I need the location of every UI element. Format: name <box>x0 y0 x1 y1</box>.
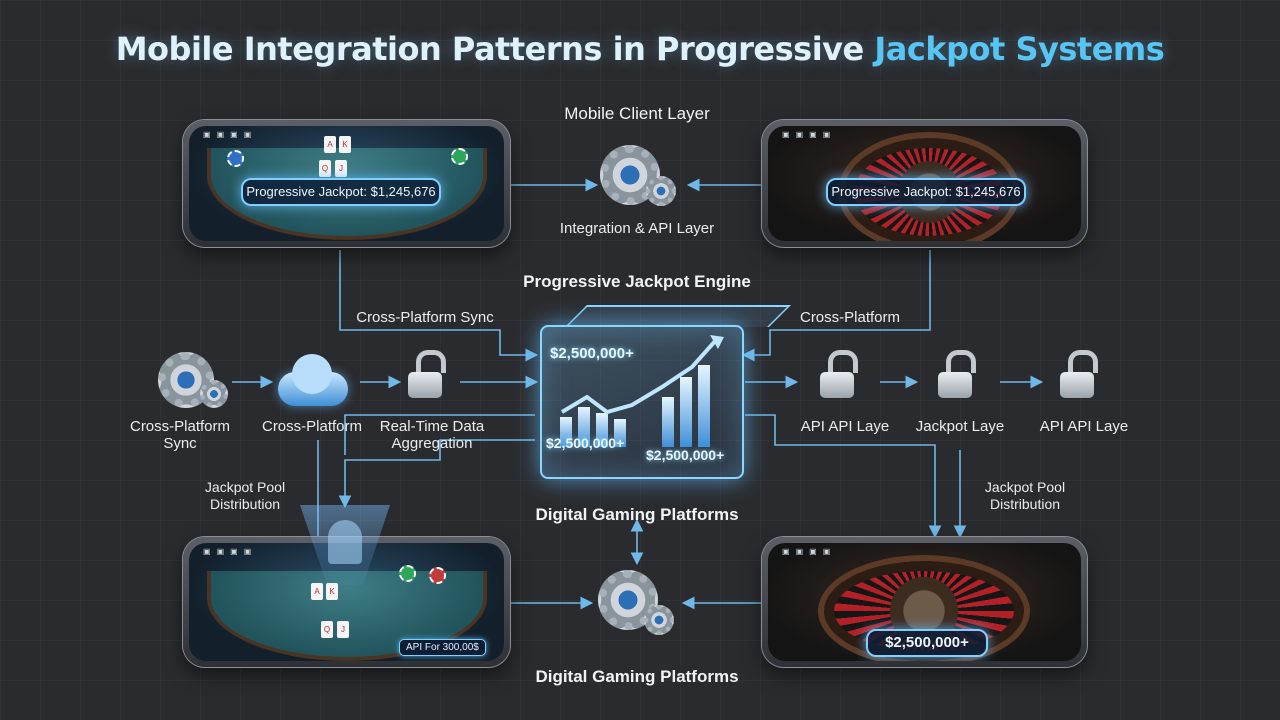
phone-roulette-bottom: ▣▣▣▣ $2,500,000+ <box>762 537 1087 667</box>
label-cross-platform-sync-top: Cross-Platform Sync <box>356 309 494 326</box>
label-digital-gaming-mid: Digital Gaming Platforms <box>535 505 739 524</box>
circuit-lock-icon <box>946 350 976 373</box>
label-cross-platform-cloud: Cross-Platform <box>261 418 362 435</box>
chip <box>399 565 416 582</box>
chip <box>227 150 244 167</box>
cube-value-right: $2,500,000+ <box>646 447 725 463</box>
gear-icon <box>644 605 674 635</box>
hologram-person-icon <box>328 520 362 564</box>
phone-blackjack-bottom: ▣▣▣▣ A K Q J API For 300,00$ <box>183 537 510 667</box>
chip <box>429 567 446 584</box>
status-bar: ▣▣▣▣ <box>782 547 831 556</box>
cube-top-face <box>565 305 791 327</box>
cube-value-top: $2,500,000+ <box>550 345 634 362</box>
label-api-laye-2: API API Laye <box>1039 418 1129 435</box>
jackpot-banner: Progressive Jackpot: $1,245,676 <box>826 178 1026 206</box>
phone-roulette-top: ▣▣▣▣ Progressive Jackpot: $1,245,676 <box>762 120 1087 247</box>
playing-card: J <box>335 160 347 177</box>
label-jackpot-pool-left: Jackpot Pool Distribution <box>204 479 286 512</box>
jackpot-banner: $2,500,000+ <box>866 629 988 657</box>
status-bar: ▣▣▣▣ <box>203 547 252 556</box>
gear-icon <box>200 380 228 408</box>
label-progressive-jackpot-engine: Progressive Jackpot Engine <box>523 272 751 291</box>
cube-value-left: $2,500,000+ <box>546 435 625 451</box>
bar-chart-icon <box>560 335 724 447</box>
lock-icon <box>416 350 446 373</box>
playing-card: J <box>337 621 349 638</box>
playing-card: Q <box>321 621 333 638</box>
label-mobile-client-layer: Mobile Client Layer <box>564 104 710 123</box>
label-cross-platform-right-top: Cross-Platform <box>799 309 900 326</box>
chip <box>451 148 468 165</box>
label-api-laye-1: API API Laye <box>800 418 890 435</box>
cloud-sync-icon <box>278 354 348 406</box>
label-digital-gaming-bottom: Digital Gaming Platforms <box>535 667 739 686</box>
playing-card: K <box>339 136 351 153</box>
page-title: Mobile Integration Patterns in Progressi… <box>115 30 1165 68</box>
jackpot-banner: Progressive Jackpot: $1,245,676 <box>241 178 441 206</box>
status-bar: ▣▣▣▣ <box>782 130 831 139</box>
circuit-lock-icon <box>828 350 858 373</box>
circuit-lock-icon <box>820 372 854 398</box>
playing-card: Q <box>319 160 331 177</box>
circuit-lock-icon <box>1068 350 1098 373</box>
playing-card: K <box>326 583 338 600</box>
api-tag: API For 300,00$ <box>399 639 486 656</box>
circuit-lock-icon <box>1060 372 1094 398</box>
phone-blackjack-top: ▣▣▣▣ A K Q J Progressive Jackpot: $1,245… <box>183 120 510 247</box>
label-cross-platform-sync-left: Cross-Platform Sync <box>129 418 230 452</box>
label-integration-api-layer: Integration & API Layer <box>559 220 715 237</box>
roulette-wheel <box>818 555 1030 661</box>
lock-icon <box>408 372 442 398</box>
gear-icon <box>646 176 676 206</box>
jackpot-engine-cube: $2,500,000+ $2,500,000+ $2,500,000+ <box>540 325 744 479</box>
label-real-time-data: Real-Time Data Aggregation <box>379 418 485 452</box>
playing-card: A <box>311 583 323 600</box>
label-jackpot-laye: Jackpot Laye <box>915 418 1005 435</box>
status-bar: ▣▣▣▣ <box>203 130 252 139</box>
label-jackpot-pool-right: Jackpot Pool Distribution <box>984 479 1066 512</box>
circuit-lock-icon <box>938 372 972 398</box>
playing-card: A <box>324 136 336 153</box>
